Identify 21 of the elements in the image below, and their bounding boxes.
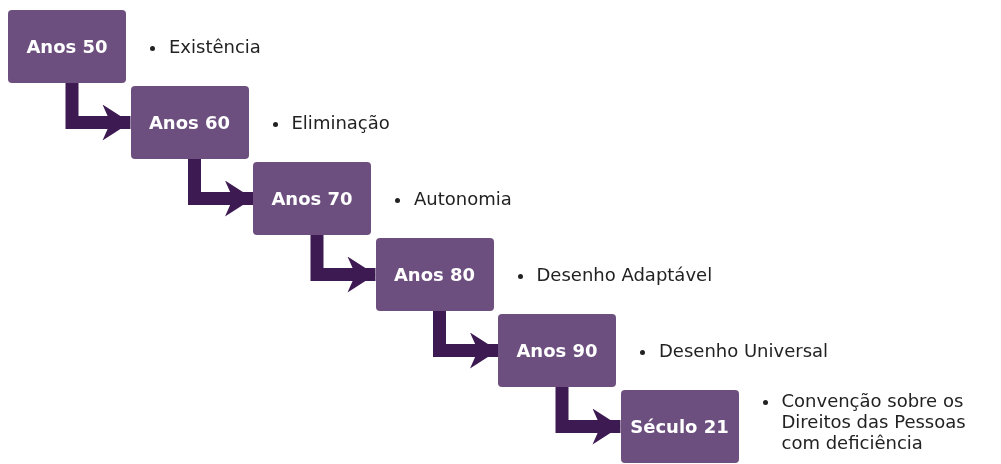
elbow-arrow — [555, 387, 621, 445]
period-label: Anos 50 — [26, 36, 108, 57]
period-box — [375, 238, 494, 311]
period-box — [130, 86, 249, 159]
period-label: Anos 70 — [271, 188, 353, 209]
period-box — [253, 162, 371, 235]
period-box — [8, 10, 126, 83]
milestone-text: Existência — [169, 36, 261, 57]
period-label: Anos 90 — [516, 340, 598, 361]
elbow-arrow — [65, 83, 131, 141]
elbow-arrow — [310, 235, 376, 293]
milestone-text: Desenho Adaptável — [536, 264, 713, 285]
period-label: Anos 60 — [148, 112, 231, 133]
milestone-text: Desenho Universal — [659, 340, 829, 361]
milestone-text: Eliminação — [291, 112, 390, 133]
period-box — [620, 390, 739, 463]
milestone-text: Convenção sobre os Direitos das Pessoas com deficiência — [781, 390, 967, 453]
period-label: Século 21 — [630, 416, 729, 437]
period-label: Anos 80 — [393, 264, 476, 285]
period-box — [498, 314, 616, 387]
milestone-text: Autonomia — [414, 188, 512, 209]
